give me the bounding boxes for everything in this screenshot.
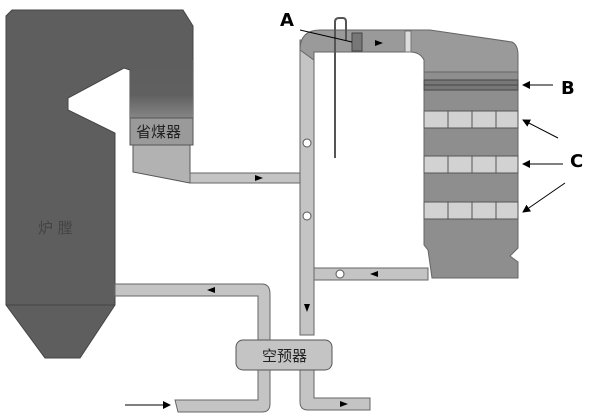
label-c-arrow-3: [522, 182, 566, 213]
label-b: B: [561, 78, 575, 99]
expansion-joint: [404, 30, 412, 53]
furnace-label: 炉 膛: [38, 219, 73, 237]
scr-reactor: [423, 71, 519, 279]
damper-icons: [302, 138, 345, 279]
flow-arrow-icons: [207, 40, 383, 407]
air-preheater-label: 空预器: [262, 347, 307, 365]
back-pass: [130, 60, 193, 118]
catalyst-layers: [423, 110, 519, 220]
economizer-outlet-hopper: [132, 144, 191, 184]
label-a: A: [280, 10, 294, 31]
air-preheater: [235, 339, 333, 371]
label-c: C: [570, 151, 583, 172]
label-a-line: [299, 29, 353, 43]
label-c-arrow-1: [522, 119, 559, 139]
economizer: [129, 117, 194, 146]
economizer-label: 省煤器: [136, 123, 181, 141]
